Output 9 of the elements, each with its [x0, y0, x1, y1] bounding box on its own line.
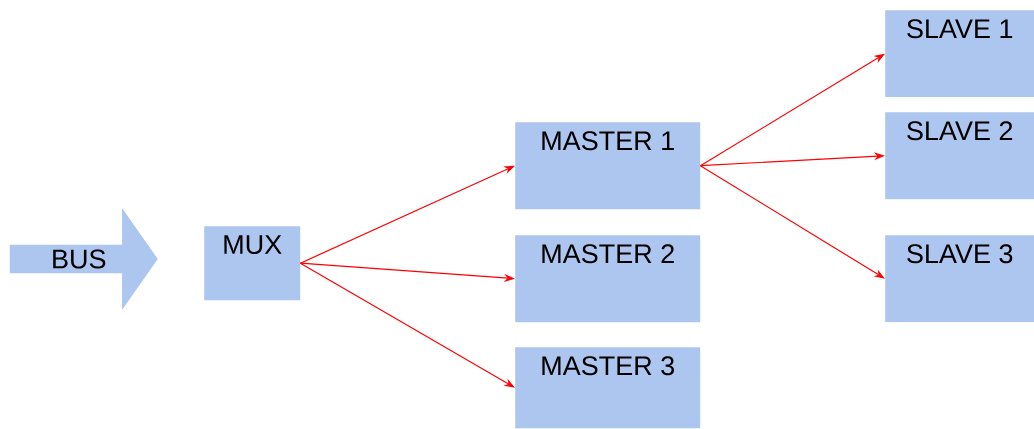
process-box: MASTER 3	[515, 347, 701, 429]
process-box: SLAVE 2	[885, 112, 1034, 200]
process-box: SLAVE 3	[885, 235, 1034, 323]
process-box: SLAVE 1	[885, 10, 1034, 98]
process-box: MASTER 1	[515, 122, 701, 210]
arrow	[699, 165, 885, 279]
arrow	[299, 262, 515, 388]
process-box: MASTER 2	[515, 235, 701, 323]
process-box: MUX	[204, 226, 301, 301]
